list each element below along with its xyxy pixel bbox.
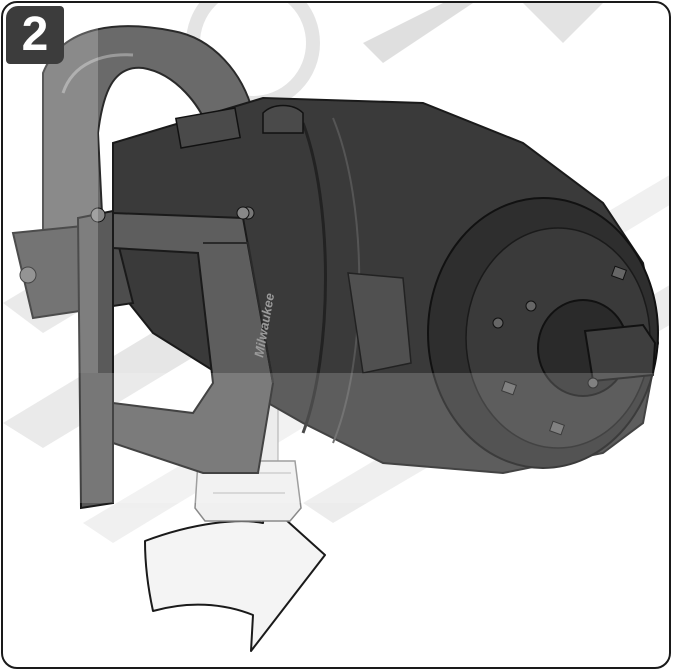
- shading-overlay-left: [3, 3, 98, 373]
- front-handle: Milwaukee: [76, 206, 277, 510]
- shading-overlay: [3, 373, 669, 503]
- step-number-badge: 2: [6, 6, 64, 64]
- rotation-arrow-icon: [144, 500, 326, 652]
- illustration: Milwaukee: [3, 3, 669, 652]
